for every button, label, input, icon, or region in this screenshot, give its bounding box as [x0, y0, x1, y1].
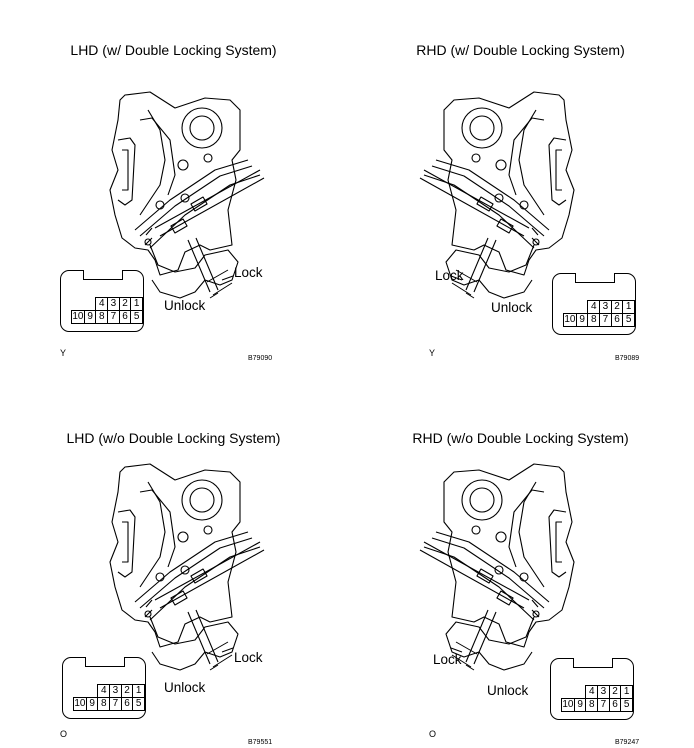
- pin-cell: 4: [95, 297, 109, 311]
- unlock-label: Unlock: [164, 680, 206, 695]
- pin-cell: 7: [107, 310, 120, 324]
- panel-rhd-without-double-locking: RHD (w/o Double Locking System) Lock Unl…: [347, 374, 694, 748]
- pin-table: 4 3 2 1 10 9 8 7 6 5: [563, 300, 635, 327]
- unlock-label: Unlock: [164, 298, 206, 313]
- unlock-label: Unlock: [487, 683, 529, 698]
- pin-cell: 6: [120, 697, 134, 711]
- figure-code: B79090: [248, 355, 273, 362]
- pin-cell: 5: [132, 697, 145, 711]
- pin-cell: 7: [599, 313, 612, 327]
- pin-cell: 3: [599, 300, 612, 314]
- pin-cell: 3: [109, 684, 122, 698]
- pin-cell: 8: [587, 313, 601, 327]
- pin-cell: 9: [83, 310, 97, 324]
- pin-table: 4 3 2 1 10 9 8 7 6 5: [71, 297, 143, 324]
- panel-lhd-without-double-locking: LHD (w/o Double Locking System) Lock Unl…: [0, 374, 347, 748]
- pin-cell: 1: [132, 684, 145, 698]
- pin-cell: 1: [620, 685, 633, 699]
- pin-cell: 3: [107, 297, 120, 311]
- figure-code: B79089: [615, 355, 640, 362]
- connector-diagram: 4 3 2 1 10 9 8 7 6 5: [550, 657, 634, 720]
- pin-cell: 7: [597, 698, 610, 712]
- actuator-diagram: [419, 91, 575, 299]
- pin-cell: 2: [118, 297, 132, 311]
- pin-cell: 5: [620, 698, 633, 712]
- lock-label: Lock: [234, 650, 263, 665]
- pin-cell: 1: [622, 300, 635, 314]
- panel-title: LHD (w/ Double Locking System): [70, 42, 277, 58]
- panel-rhd-with-double-locking: RHD (w/ Double Locking System) Lock Unlo…: [347, 0, 694, 374]
- pin-cell: 2: [120, 684, 134, 698]
- panel-title: RHD (w/o Double Locking System): [412, 430, 629, 446]
- connector-diagram: 4 3 2 1 10 9 8 7 6 5: [60, 269, 144, 332]
- footnote-mark: Y: [429, 348, 436, 358]
- pin-cell: 6: [118, 310, 132, 324]
- pin-cell: 1: [130, 297, 143, 311]
- pin-cell: 6: [608, 698, 622, 712]
- pin-cell: 4: [97, 684, 111, 698]
- actuator-diagram: [419, 463, 575, 671]
- figure-code: B79551: [248, 739, 273, 746]
- lock-label: Lock: [234, 265, 263, 280]
- figure-code: B79247: [615, 739, 640, 746]
- pin-cell: 10: [561, 698, 575, 712]
- panel-title: LHD (w/o Double Locking System): [66, 430, 281, 446]
- pin-cell: 8: [585, 698, 599, 712]
- pin-cell: 9: [575, 313, 589, 327]
- unlock-label: Unlock: [491, 300, 533, 315]
- pin-cell: 6: [610, 313, 624, 327]
- pin-cell: 3: [597, 685, 610, 699]
- pin-cell: 2: [610, 300, 624, 314]
- pin-cell: 10: [73, 697, 87, 711]
- pin-cell: 9: [85, 697, 99, 711]
- lock-label: Lock: [433, 652, 462, 667]
- connector-diagram: 4 3 2 1 10 9 8 7 6 5: [552, 272, 636, 335]
- pin-cell: 7: [109, 697, 122, 711]
- actuator-diagram: [109, 463, 265, 671]
- lock-label: Lock: [435, 268, 464, 283]
- pin-table: 4 3 2 1 10 9 8 7 6 5: [73, 684, 145, 711]
- pin-cell: 8: [95, 310, 109, 324]
- pin-cell: 4: [587, 300, 601, 314]
- pin-cell: 4: [585, 685, 599, 699]
- footnote-mark: O: [429, 729, 437, 739]
- panel-title: RHD (w/ Double Locking System): [416, 42, 625, 58]
- pin-cell: 5: [130, 310, 143, 324]
- pin-cell: 2: [608, 685, 622, 699]
- connector-diagram: 4 3 2 1 10 9 8 7 6 5: [62, 656, 146, 719]
- panel-lhd-with-double-locking: LHD (w/ Double Locking System) Lock Unlo…: [0, 0, 347, 374]
- footnote-mark: O: [60, 729, 68, 739]
- pin-cell: 9: [573, 698, 587, 712]
- pin-cell: 10: [71, 310, 85, 324]
- pin-cell: 8: [97, 697, 111, 711]
- pin-cell: 5: [622, 313, 635, 327]
- pin-table: 4 3 2 1 10 9 8 7 6 5: [561, 685, 633, 712]
- footnote-mark: Y: [60, 348, 67, 358]
- pin-cell: 10: [563, 313, 577, 327]
- actuator-diagram: [109, 91, 265, 299]
